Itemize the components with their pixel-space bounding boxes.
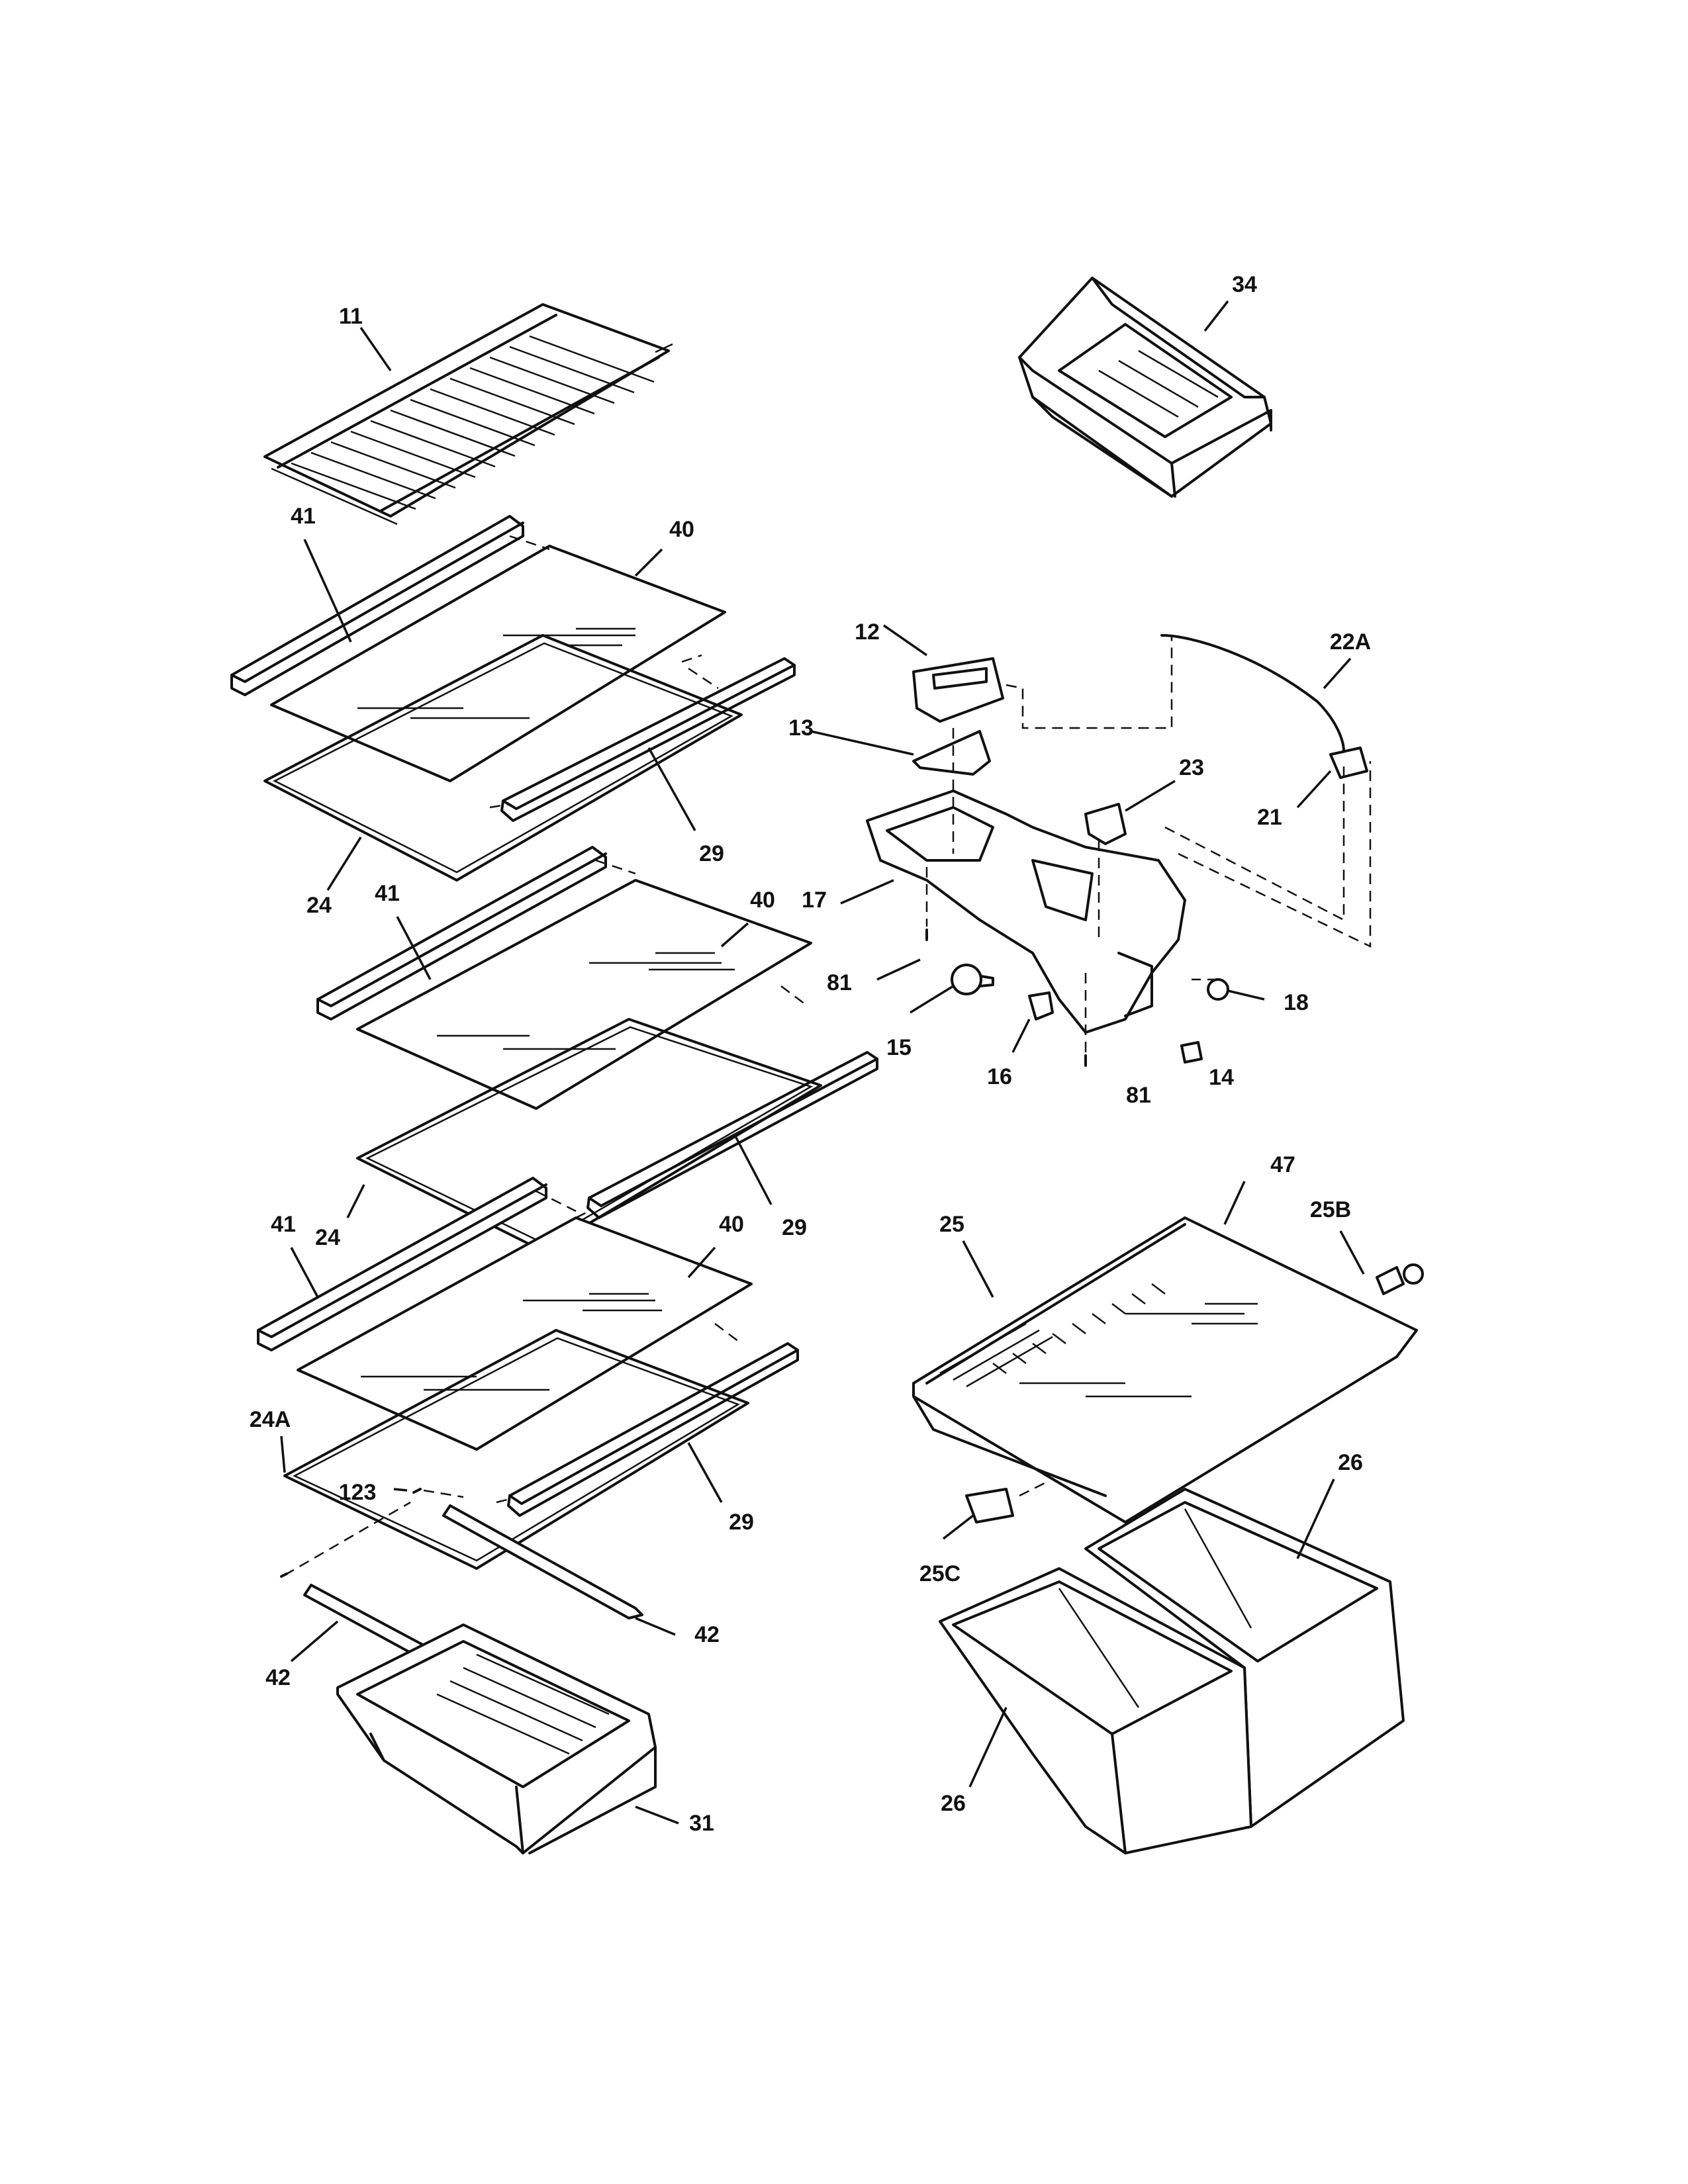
callout-18: 18	[1284, 990, 1309, 1015]
callout-24A: 24A	[250, 1407, 291, 1432]
callout-41: 41	[271, 1212, 296, 1237]
callout-81: 81	[1126, 1083, 1151, 1108]
callout-16: 16	[987, 1064, 1012, 1089]
callout-42: 42	[694, 1622, 720, 1647]
crisper-cover-25-47	[912, 1216, 1424, 1524]
shelf-assembly-3	[257, 1177, 799, 1699]
callout-34: 34	[1232, 272, 1257, 297]
callout-41: 41	[375, 881, 400, 906]
light-control-housing	[866, 634, 1372, 1067]
callout-21: 21	[1257, 805, 1282, 830]
callout-123: 123	[339, 1480, 377, 1505]
meat-drawer-31	[336, 1623, 657, 1854]
shelf-assembly-2	[316, 846, 878, 1252]
callout-31: 31	[689, 1811, 714, 1836]
callout-26: 26	[1338, 1450, 1363, 1475]
callout-17: 17	[802, 887, 827, 913]
callout-12: 12	[855, 619, 880, 645]
callout-24: 24	[306, 893, 332, 918]
callout-25: 25	[939, 1212, 964, 1237]
callout-29: 29	[699, 841, 724, 866]
callout-15: 15	[886, 1035, 912, 1060]
ice-bin-34	[1018, 277, 1272, 498]
callout-11: 11	[339, 304, 363, 329]
wire-shelf-11	[263, 303, 673, 525]
leader-lines	[280, 300, 1365, 1825]
crisper-drawer-26-front	[939, 1567, 1252, 1854]
callout-29: 29	[729, 1510, 754, 1535]
callout-25C: 25C	[919, 1561, 961, 1586]
callout-81: 81	[827, 970, 852, 995]
callout-40: 40	[669, 517, 694, 542]
callout-23: 23	[1179, 755, 1204, 780]
callout-24: 24	[315, 1225, 340, 1250]
shelf-assembly-1	[230, 515, 796, 882]
callout-42: 42	[265, 1665, 291, 1690]
callout-14: 14	[1209, 1065, 1234, 1090]
callout-25B: 25B	[1310, 1197, 1351, 1222]
callout-22A: 22A	[1330, 629, 1371, 655]
callouts: 11 34 41 40 29 24 41 40 17 29 24 41 40 2…	[250, 272, 1371, 1836]
callout-13: 13	[788, 715, 814, 741]
callout-26: 26	[941, 1791, 966, 1816]
callout-29: 29	[782, 1215, 807, 1240]
callout-47: 47	[1270, 1152, 1295, 1177]
callout-40: 40	[750, 887, 775, 913]
callout-40: 40	[719, 1212, 744, 1237]
callout-41: 41	[291, 504, 316, 529]
